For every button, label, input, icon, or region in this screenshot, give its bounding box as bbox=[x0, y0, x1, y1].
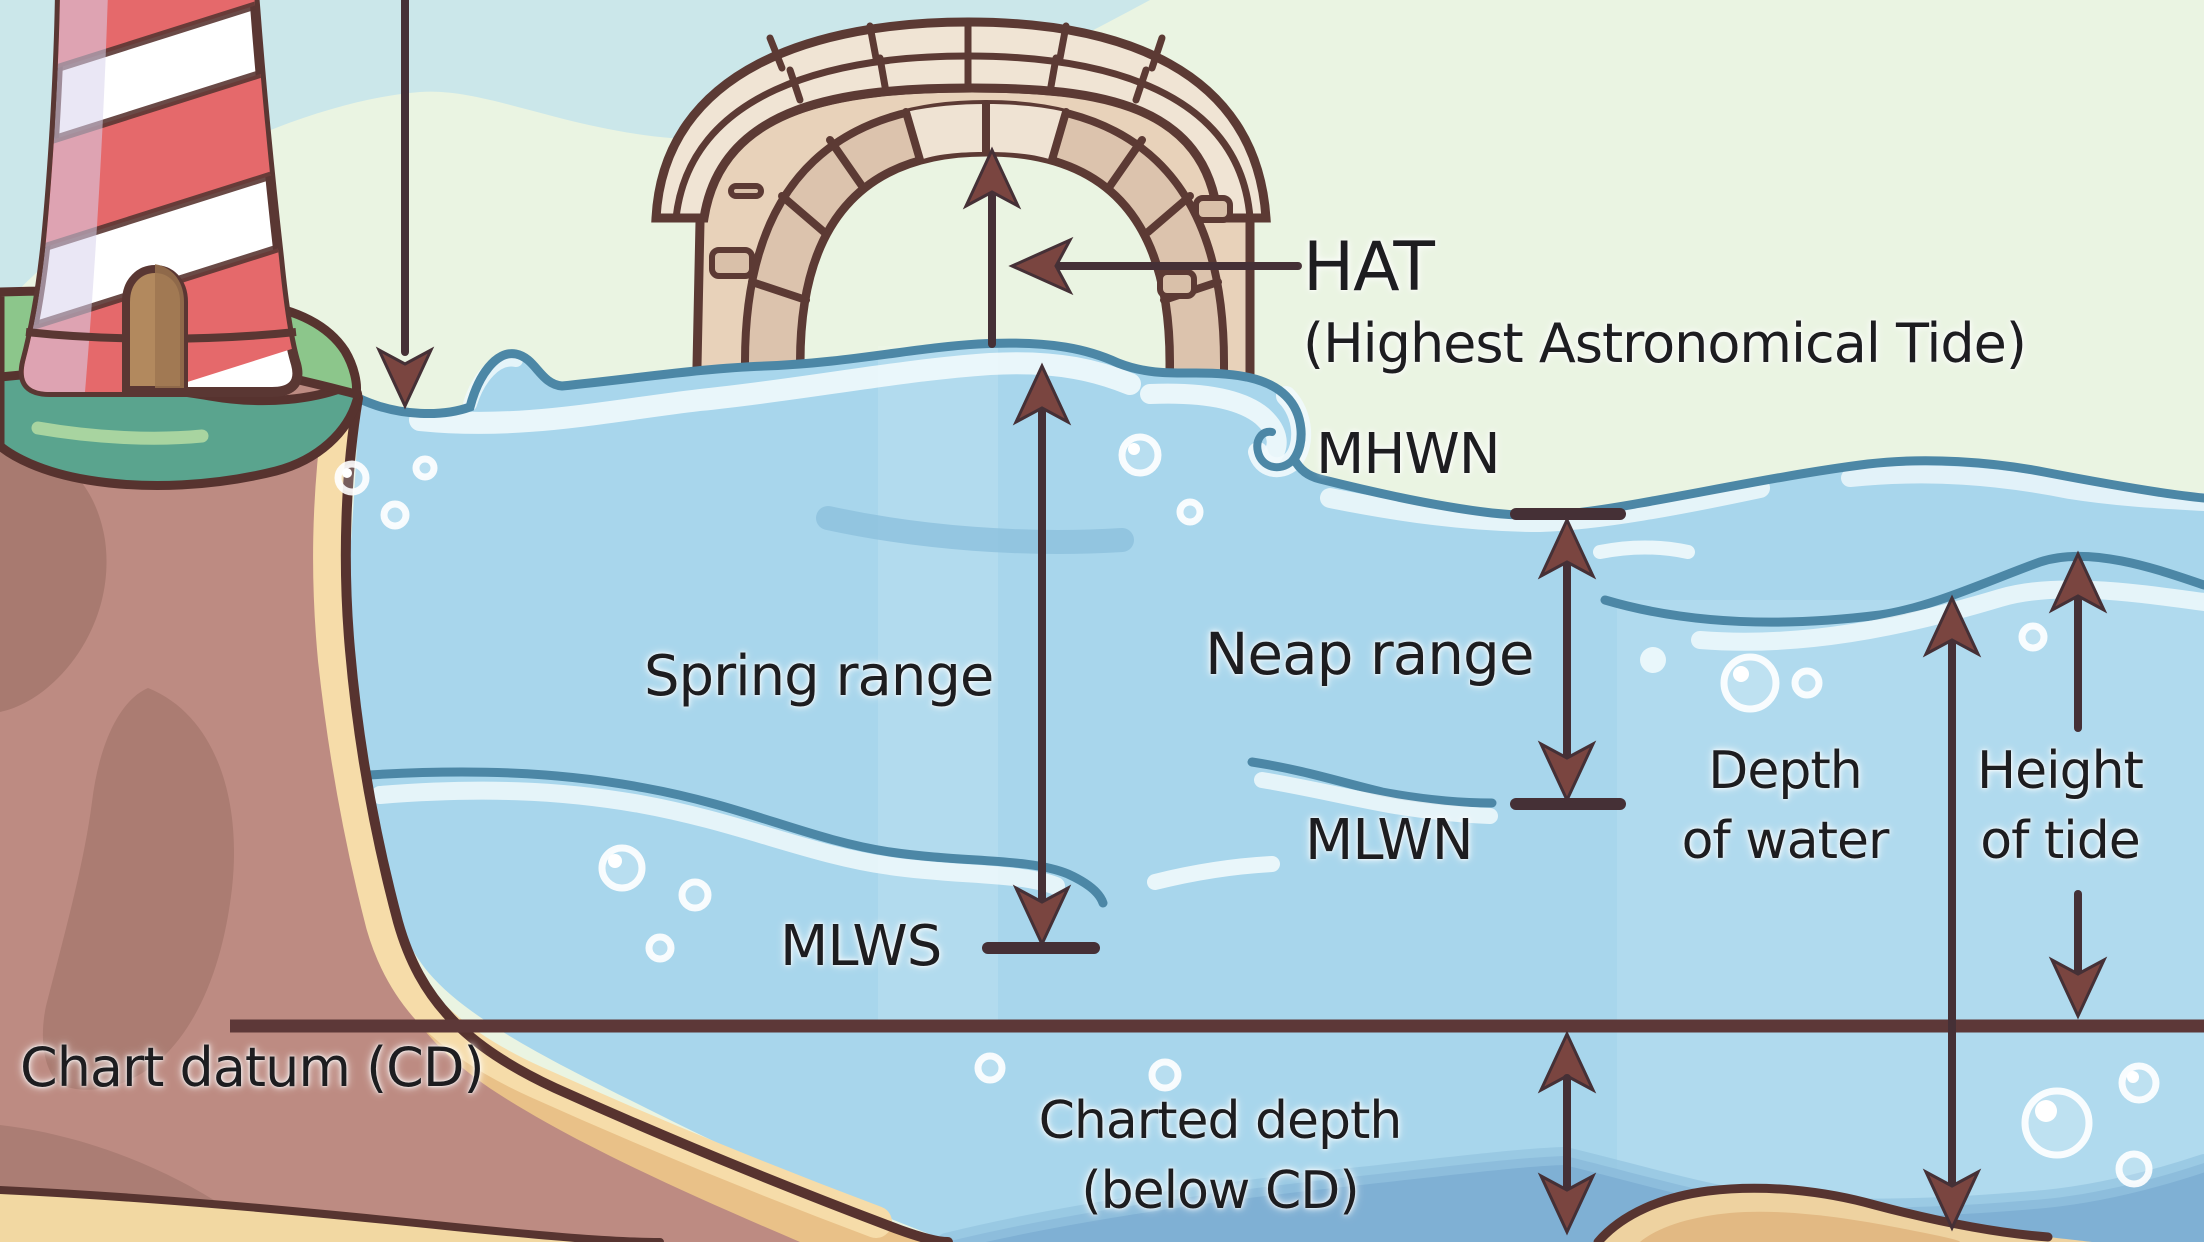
hat-shore-arrow bbox=[375, 0, 435, 410]
foreground-beach-outline bbox=[0, 1186, 664, 1242]
seabed-sand-mound bbox=[1593, 1183, 2092, 1242]
underbridge-light-column bbox=[878, 346, 998, 1024]
height-of-tide-arrow bbox=[2048, 550, 2108, 1020]
lighthouse bbox=[18, 0, 303, 397]
foam-low-right bbox=[1691, 580, 2204, 651]
arch-clearance-arrow bbox=[962, 146, 1022, 348]
bridge-stone-joints bbox=[766, 18, 1166, 104]
chart-datum-label: Chart datum (CD) bbox=[20, 1036, 485, 1099]
surface-line-high bbox=[353, 338, 2204, 521]
height-of-tide-label: Height of tide bbox=[1905, 736, 2204, 876]
foam-dot bbox=[1640, 647, 1666, 673]
shore-outline bbox=[340, 393, 953, 1242]
cliff-shadow-1 bbox=[0, 430, 107, 712]
mlwn-label: MLWN bbox=[1305, 808, 1474, 873]
hat-pointer-arrow bbox=[1008, 236, 1302, 296]
sea-body bbox=[348, 343, 2204, 1242]
neap-range-arrow bbox=[1510, 508, 1626, 810]
cliff-shadow-2 bbox=[42, 688, 235, 1090]
charted-depth-line2: (below CD) bbox=[1081, 1161, 1359, 1222]
charted-depth-label: Charted depth (below CD) bbox=[1000, 1086, 1440, 1226]
mhwn-label: MHWN bbox=[1316, 422, 1501, 487]
height-line1: Height bbox=[1977, 741, 2144, 801]
deep-band-soft-edge bbox=[937, 1146, 2204, 1242]
bubble-glints bbox=[342, 443, 2139, 1122]
hat-subtitle-label: (Highest Astronomical Tide) bbox=[1303, 312, 2027, 375]
mound-shading bbox=[1640, 1211, 1960, 1242]
height-line2: of tide bbox=[1980, 811, 2141, 872]
foam-mlws bbox=[371, 781, 1065, 895]
bridge-face-stones bbox=[709, 183, 1233, 299]
charted-depth-arrow bbox=[1537, 1030, 1597, 1236]
mound-outline bbox=[1593, 1183, 2053, 1242]
depth-line1: Depth bbox=[1708, 741, 1862, 801]
breaking-wave-curl bbox=[1253, 392, 1306, 472]
grass-streak bbox=[31, 421, 209, 445]
sea bbox=[347, 338, 2204, 1242]
foam-mlwn bbox=[1254, 772, 1498, 824]
charted-depth-line1: Charted depth bbox=[1038, 1091, 1403, 1151]
hat-label: HAT bbox=[1303, 228, 1435, 307]
depth-of-water-label: Depth of water bbox=[1630, 736, 1940, 876]
right-light-region bbox=[1617, 600, 2204, 1242]
foam-streak-mlwn bbox=[1147, 856, 1280, 890]
mlws-label: MLWS bbox=[780, 914, 942, 979]
midtone-streak bbox=[816, 506, 1134, 554]
depth-line2: of water bbox=[1681, 811, 1890, 872]
depth-of-water-arrow bbox=[1922, 594, 1982, 1232]
surface-line-low-right bbox=[1600, 551, 2204, 627]
lighthouse-door-shade bbox=[155, 264, 184, 388]
neap-range-label: Neap range bbox=[1205, 620, 1535, 688]
spring-range-arrow bbox=[982, 362, 1100, 954]
measurement-arrows bbox=[375, 0, 2108, 1236]
bubbles bbox=[334, 433, 2160, 1188]
lighthouse-shading bbox=[23, 0, 108, 392]
surface-line-mlwn bbox=[1247, 757, 1497, 808]
surface-line-mlws bbox=[347, 767, 1108, 908]
foam-dash-right bbox=[1593, 540, 1695, 559]
spring-range-label: Spring range bbox=[644, 644, 994, 709]
